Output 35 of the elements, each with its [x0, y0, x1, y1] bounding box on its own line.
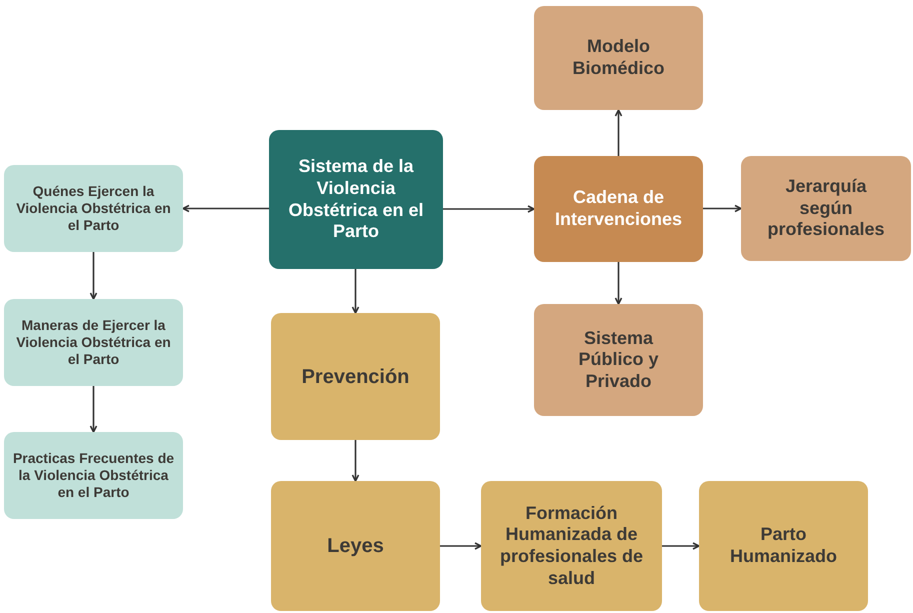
arrow [703, 204, 742, 212]
process-box [481, 481, 662, 611]
process-box [699, 481, 868, 611]
arrow [443, 205, 535, 213]
box-label: Sistema Público y Privado [577, 328, 660, 392]
box-label: Formación Humanizada de profesionales de salud [498, 502, 644, 590]
process-box [271, 481, 440, 611]
process-box [534, 6, 703, 110]
arrow [614, 109, 622, 156]
process-box [741, 156, 911, 261]
box-label: Parto Humanizado [728, 524, 838, 568]
process-box [4, 165, 183, 252]
box-label: Prevención [302, 364, 410, 388]
process-box [269, 130, 443, 269]
box-label: Leyes [327, 534, 384, 558]
arrow [614, 262, 622, 305]
arrow [90, 252, 98, 300]
box-label: Jerarquía según profesionales [766, 176, 886, 241]
arrow [352, 269, 360, 314]
arrow [90, 386, 98, 433]
process-box [4, 432, 183, 519]
process-box [534, 156, 703, 262]
arrow [662, 542, 700, 550]
process-box [271, 313, 440, 440]
box-label: Practicas Frecuentes de la Violencia Obstétrica en el Parto [12, 450, 176, 501]
arrow [440, 542, 482, 550]
box-label: Cadena de Intervenciones [554, 187, 684, 231]
box-label: Maneras de Ejercer la Violencia Obstétrica en el Parto [15, 317, 172, 368]
box-label: Sistema de la Violencia Obstétrica en el Parto [287, 156, 425, 243]
process-box [534, 304, 703, 416]
process-box [4, 299, 183, 386]
box-label: Quénes Ejercen la Violencia Obstétrica en el Parto [15, 183, 172, 234]
arrow [182, 204, 269, 212]
arrow [352, 440, 360, 482]
box-label: Modelo Biomédico [571, 36, 666, 80]
